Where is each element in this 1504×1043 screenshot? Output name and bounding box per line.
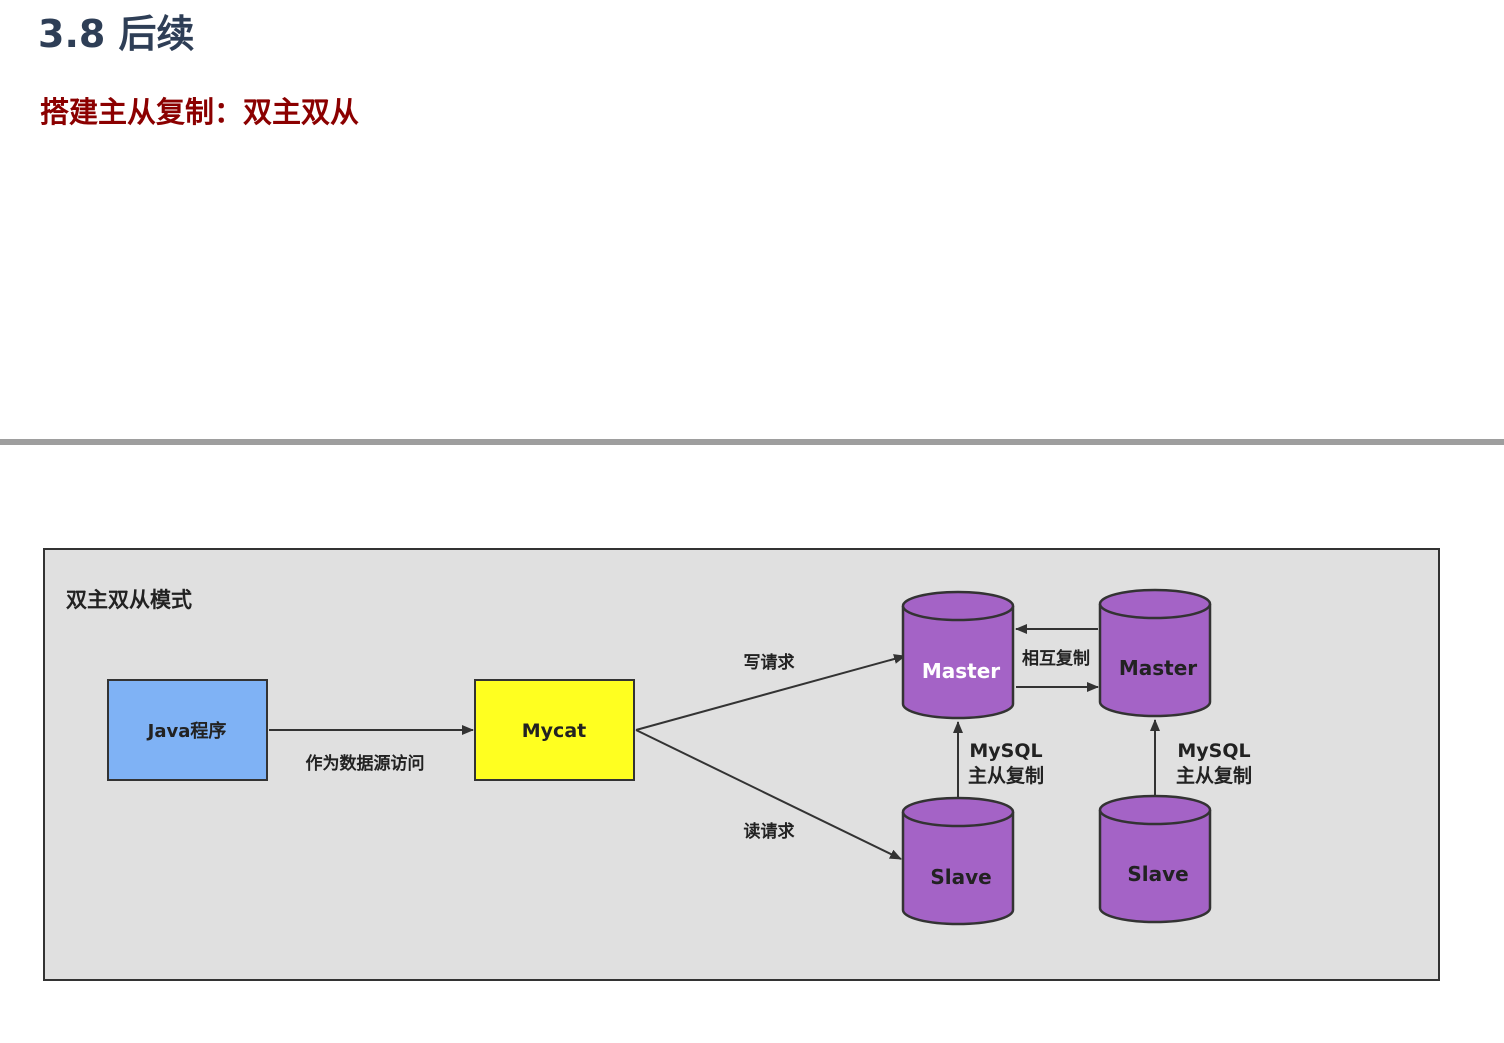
read-request-label: 读请求 xyxy=(744,821,795,842)
read-request-arrow xyxy=(635,729,902,860)
java-program-node xyxy=(107,679,268,781)
master2-label: Master xyxy=(1119,656,1197,680)
mysql-replication-label-1-line1: MySQL xyxy=(969,740,1042,762)
mysql-replication-label-2-line2: 主从复制 xyxy=(1176,764,1252,787)
master1-label: Master xyxy=(922,659,1000,683)
diagram-title: 双主双从模式 xyxy=(66,588,192,612)
slave2-db-icon xyxy=(1098,794,1212,924)
slave1-db-icon xyxy=(901,796,1015,926)
divider xyxy=(0,439,1504,445)
mycat-node xyxy=(474,679,635,781)
mycat-label: Mycat xyxy=(522,720,586,742)
mysql-replication-label-1-line2: 主从复制 xyxy=(968,764,1044,787)
java-program-label: Java程序 xyxy=(146,720,227,742)
write-request-arrow xyxy=(635,654,906,731)
master2-db-icon xyxy=(1098,588,1212,718)
datasource-label: 作为数据源访问 xyxy=(306,753,425,774)
section-subtitle: 搭建主从复制：双主双从 xyxy=(40,95,360,129)
slave2-label: Slave xyxy=(1127,862,1188,886)
slave1-label: Slave xyxy=(930,865,991,889)
master1-db-icon xyxy=(901,590,1015,720)
write-request-label: 写请求 xyxy=(744,652,795,673)
mutual-replication-label: 相互复制 xyxy=(1022,648,1090,669)
mysql-replication-label-2-line1: MySQL xyxy=(1177,740,1250,762)
page-title: 3.8 后续 xyxy=(38,12,195,56)
